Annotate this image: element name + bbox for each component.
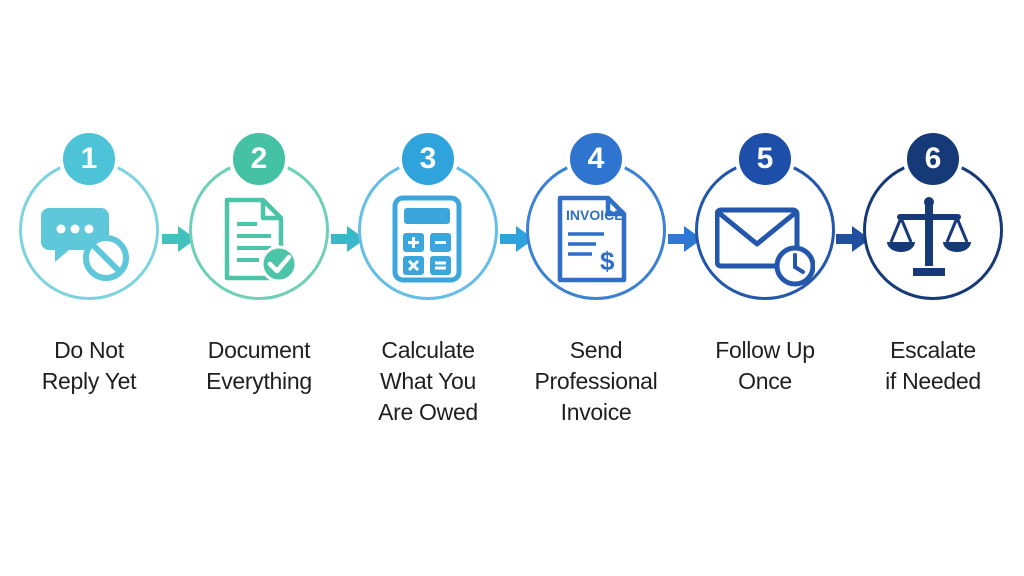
step-3-label: Calculate What You Are Owed: [343, 335, 513, 428]
arrow-3-icon: [500, 226, 534, 252]
step-2-label: Document Everything: [174, 335, 344, 397]
svg-text:$: $: [600, 246, 615, 276]
step-4-label: Send Professional Invoice: [511, 335, 681, 428]
step-5-label-line: Once: [738, 368, 792, 394]
step-3-label-line: What You: [379, 368, 477, 394]
step-5: 5 Follow Up Once: [680, 129, 850, 440]
step-2-label-line: Everything: [206, 368, 312, 394]
step-5-label-line: Follow Up: [715, 337, 815, 363]
arrow-4-icon: [668, 226, 702, 252]
step-4-badge: 4: [566, 129, 626, 189]
step-2-badge: 2: [229, 129, 289, 189]
step-6-label-line: Escalate: [890, 337, 976, 363]
arrow-2-icon: [331, 226, 365, 252]
step-4: 4 INVOICE $ Send Professional Invoice: [511, 129, 681, 440]
arrow-1-icon: [162, 226, 196, 252]
step-4-label-line: Send: [569, 337, 623, 363]
step-3-label-line: Calculate: [381, 337, 475, 363]
chat-blocked-icon: [41, 208, 129, 281]
step-3-label-line: Are Owed: [378, 399, 478, 425]
step-1-label-line: Do Not: [54, 337, 124, 363]
invoice-icon: INVOICE $: [557, 195, 627, 283]
step-3-badge: 3: [398, 129, 458, 189]
step-2: 2 Document Everything: [174, 129, 344, 440]
step-5-label: Follow Up Once: [680, 335, 850, 397]
step-4-label-line: Professional: [534, 368, 658, 394]
step-1: 1 Do Not Reply Yet: [4, 129, 174, 440]
step-1-badge: 1: [59, 129, 119, 189]
step-1-label: Do Not Reply Yet: [4, 335, 174, 397]
step-1-label-line: Reply Yet: [41, 368, 137, 394]
step-6: 6 Escalate if Needed: [848, 129, 1018, 440]
step-6-badge: 6: [903, 129, 963, 189]
step-6-label-line: if Needed: [885, 368, 981, 394]
step-4-label-line: Invoice: [560, 399, 632, 425]
step-5-badge: 5: [735, 129, 795, 189]
scales-icon: [887, 197, 971, 276]
envelope-clock-icon: [715, 207, 815, 287]
document-check-icon: [224, 197, 298, 283]
step-2-label-line: Document: [207, 337, 311, 363]
svg-text:INVOICE: INVOICE: [566, 207, 624, 223]
step-3: 3 Calculate What You Are Owed: [343, 129, 513, 440]
step-6-label: Escalate if Needed: [848, 335, 1018, 397]
calculator-icon: [392, 195, 462, 283]
arrow-5-icon: [836, 226, 870, 252]
